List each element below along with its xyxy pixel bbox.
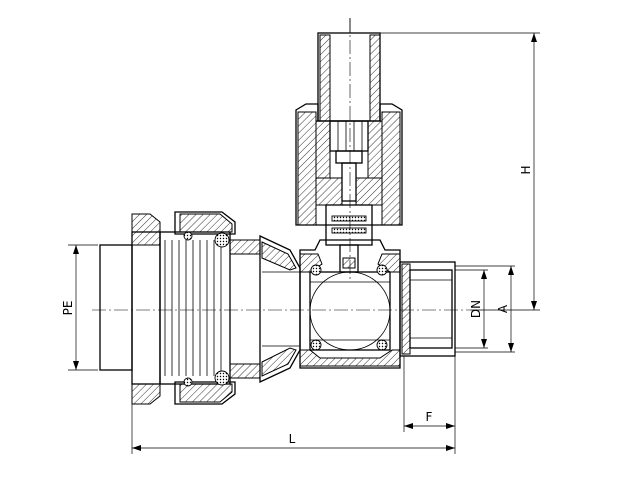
- thread-lines: [164, 240, 222, 376]
- dimension-h-label: H: [519, 165, 533, 174]
- dimension-f-label: F: [426, 410, 433, 424]
- valve-body: [299, 239, 401, 369]
- dimension-l-label: L: [289, 432, 296, 446]
- union-connector: [99, 211, 301, 405]
- dimension-f: [403, 356, 456, 432]
- dimension-a: [482, 265, 515, 353]
- stem-bonnet: [295, 18, 403, 273]
- dimension-dn-label: DN: [469, 300, 483, 318]
- dimension-dn: [455, 269, 488, 349]
- dimension-h: [380, 32, 540, 311]
- dimension-pe: [68, 244, 98, 371]
- dimension-a-label: A: [496, 304, 510, 313]
- dimension-pe-label: PE: [61, 301, 75, 316]
- dimension-l: [131, 404, 456, 454]
- threaded-outlet: [399, 261, 482, 357]
